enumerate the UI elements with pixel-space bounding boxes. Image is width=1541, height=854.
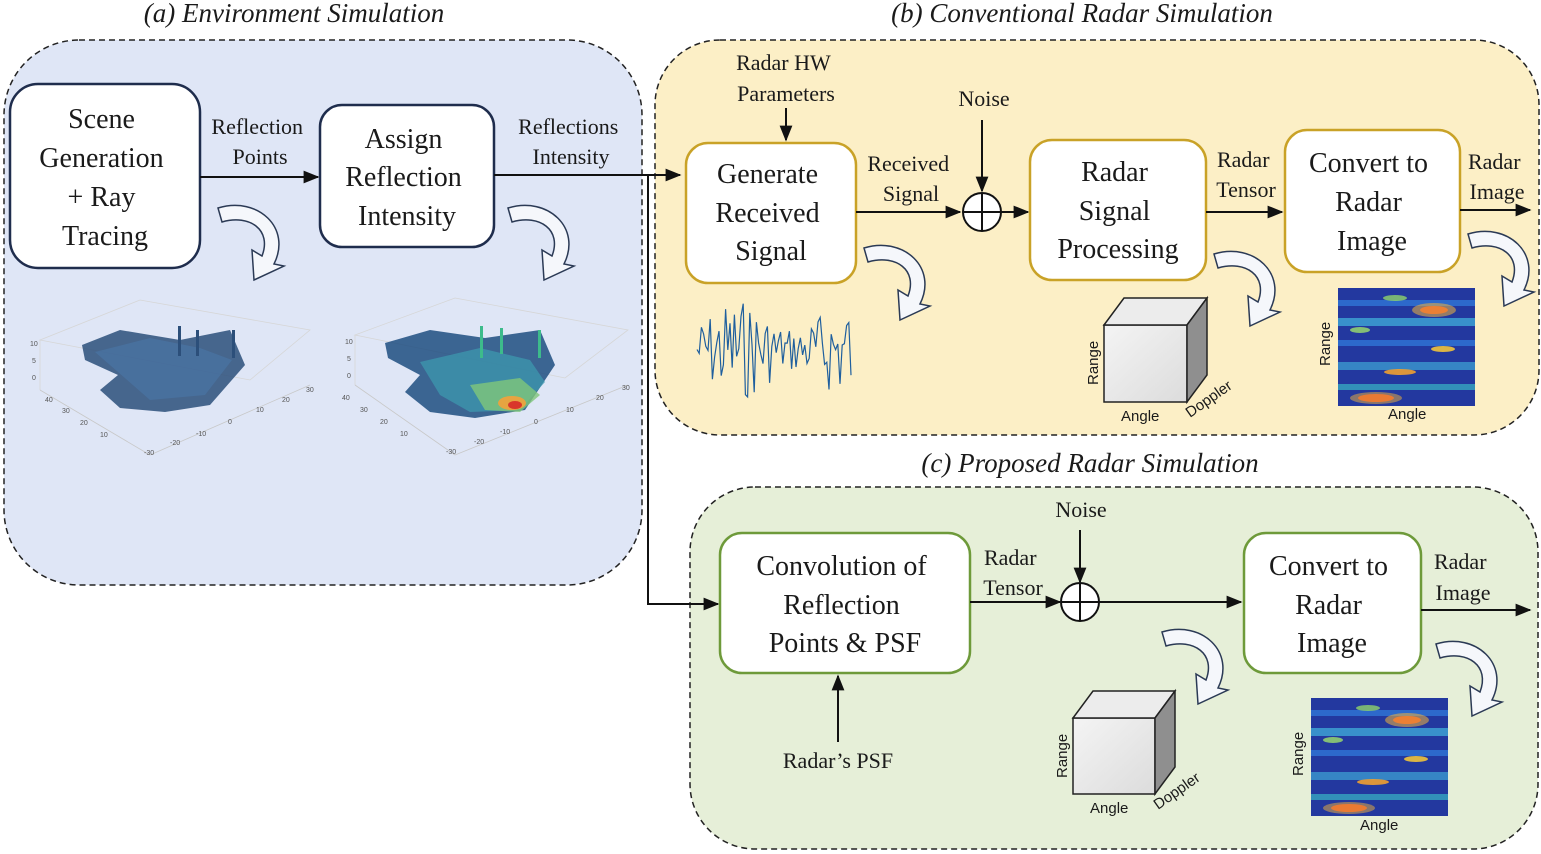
title-proposed: (c) Proposed Radar Simulation xyxy=(921,448,1258,478)
block-assign-text: Assign Reflection Intensity xyxy=(345,124,469,232)
radar-image-b: Range Angle xyxy=(1317,288,1475,423)
label-radar-tensor-b: Radar Tensor xyxy=(1216,147,1276,202)
received-signal-waveform xyxy=(696,303,852,399)
radar-image-c: Range Angle xyxy=(1290,698,1448,834)
point-cloud-plot-2: 10 5 0 40 30 20 10 30 20 10 0 -10 -20 -3… xyxy=(342,297,630,456)
plot2-z-tick: 0 xyxy=(347,373,351,380)
label-radar-psf: Radar’s PSF xyxy=(783,748,893,773)
plot2-x-tick: 30 xyxy=(622,385,630,392)
arrow-branch-to-convolution xyxy=(647,175,720,611)
label-radar-image-c: Radar Image xyxy=(1434,549,1492,605)
plot2-z-tick: 10 xyxy=(345,339,353,346)
plot1-x-tick: 30 xyxy=(306,387,314,394)
image-c-angle-label: Angle xyxy=(1360,817,1398,834)
curved-arrow-sp xyxy=(1213,250,1283,328)
plot2-z-tick: 5 xyxy=(347,356,351,363)
cube-b-angle-label: Angle xyxy=(1121,408,1159,425)
block-radar-signal-processing xyxy=(1028,138,1208,282)
plot1-y-tick: 40 xyxy=(45,397,53,404)
label-radar-hw-parameters: Radar HW Parameters xyxy=(736,50,836,106)
plot1-y-tick: 20 xyxy=(80,420,88,427)
plot1-x-tick: 10 xyxy=(256,407,264,414)
curved-arrow-scene xyxy=(217,204,287,282)
label-noise-c: Noise xyxy=(1055,497,1106,522)
plot1-x-tick: -30 xyxy=(144,450,154,457)
curved-arrow-tensor-c xyxy=(1161,628,1231,706)
plot2-y-tick: 40 xyxy=(342,395,350,402)
plot2-x-tick: 0 xyxy=(534,419,538,426)
plot1-z-tick: 10 xyxy=(30,341,38,348)
label-noise-b: Noise xyxy=(958,86,1009,111)
cube-c-range-label: Range xyxy=(1054,734,1071,778)
curved-arrow-convert-b xyxy=(1467,230,1537,308)
plot1-y-tick: 10 xyxy=(100,432,108,439)
image-c-range-label: Range xyxy=(1290,732,1307,776)
plot1-x-tick: 0 xyxy=(228,419,232,426)
plot1-z-tick: 0 xyxy=(32,375,36,382)
label-received-signal: Received Signal xyxy=(867,151,954,206)
title-conventional: (b) Conventional Radar Simulation xyxy=(891,0,1273,28)
plot2-y-tick: 30 xyxy=(360,407,368,414)
title-environment: (a) Environment Simulation xyxy=(144,0,444,28)
plot2-y-tick: 20 xyxy=(380,419,388,426)
plot2-x-tick: -30 xyxy=(446,449,456,456)
curved-arrow-convert-c xyxy=(1435,640,1505,718)
plot2-x-tick: -20 xyxy=(474,439,484,446)
image-b-range-label: Range xyxy=(1317,322,1334,366)
curved-arrow-generate xyxy=(863,244,933,322)
plot2-x-tick: 20 xyxy=(596,395,604,402)
sum-junction-b xyxy=(962,192,1002,232)
sum-junction-c xyxy=(1060,582,1100,622)
label-radar-image-b: Radar Image xyxy=(1468,149,1526,204)
plot2-x-tick: 10 xyxy=(566,407,574,414)
block-convert-b-text: Convert to Radar Image xyxy=(1309,148,1435,257)
plot2-y-tick: 10 xyxy=(400,431,408,438)
block-convolution-text: Convolution of Reflection Points & PSF xyxy=(756,551,933,659)
plot1-y-tick: 30 xyxy=(62,408,70,415)
plot1-x-tick: 20 xyxy=(282,397,290,404)
plot1-x-tick: -20 xyxy=(170,440,180,447)
curved-arrow-assign xyxy=(507,204,577,282)
image-b-angle-label: Angle xyxy=(1388,406,1426,423)
block-convert-to-radar-image-c xyxy=(1242,531,1423,675)
plot1-x-tick: -10 xyxy=(196,431,206,438)
cube-b-range-label: Range xyxy=(1085,341,1102,385)
cube-c-angle-label: Angle xyxy=(1090,800,1128,817)
point-cloud-plot-1: 10 5 0 40 30 20 10 30 20 10 0 -10 -20 -3… xyxy=(30,299,314,457)
block-scene-text: Scene Generation + Ray Tracing xyxy=(39,104,170,252)
block-generate-text: Generate Received Signal xyxy=(715,159,826,267)
plot2-x-tick: -10 xyxy=(500,429,510,436)
block-convert-c-text: Convert to Radar Image xyxy=(1269,551,1395,659)
label-reflection-points: Reflection Points xyxy=(211,114,308,169)
plot1-z-tick: 5 xyxy=(32,358,36,365)
block-convert-to-radar-image-b xyxy=(1283,128,1462,274)
label-radar-tensor-c: Radar Tensor xyxy=(983,545,1043,600)
label-reflections-intensity: Reflections Intensity xyxy=(518,114,624,169)
block-radar-sp-text: Radar Signal Processing xyxy=(1057,157,1178,265)
